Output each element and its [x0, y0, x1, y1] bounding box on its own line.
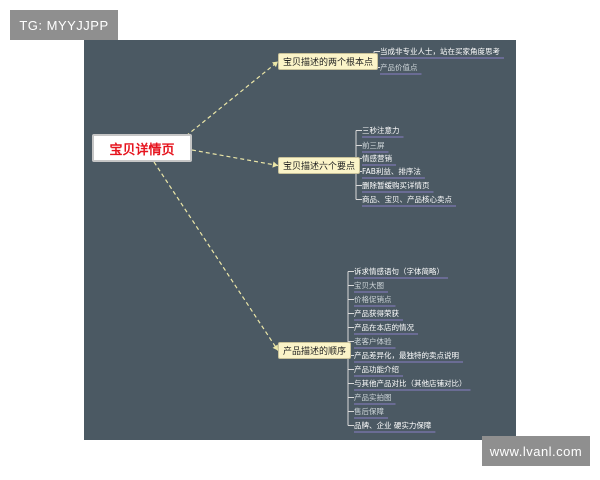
mindmap-canvas: 宝贝详情页 宝贝描述的两个根本点 宝贝描述六个要点 产品描述的顺序 当成非专业人…: [84, 40, 516, 440]
leaf-item: 产品价值点: [380, 63, 418, 72]
leaf-item: 删除暂缓购买详情页: [362, 181, 430, 190]
leaf-item: 产品在本店的情况: [354, 323, 414, 332]
connector-arrow: [272, 161, 278, 168]
leaf-item: 售后保障: [354, 407, 384, 416]
watermark-top-left: TG: MYYJJPP: [10, 10, 118, 40]
leaf-item: 与其他产品对比（其他店铺对比）: [354, 379, 467, 388]
leaf-item: 产品功能介绍: [354, 365, 399, 374]
branch-connector: [185, 61, 279, 137]
leaf-item: 情感营销: [362, 154, 392, 163]
leaf-item: 老客户体验: [354, 337, 392, 346]
leaf-item: 品牌、企业 硬实力保障: [354, 421, 432, 430]
branch-connector: [153, 161, 279, 351]
leaf-item: 宝贝大图: [354, 281, 384, 290]
branch-node-six-points: 宝贝描述六个要点: [278, 157, 361, 174]
leaf-item: 价格促销点: [354, 295, 392, 304]
leaf-item: 产品差异化，最独特的卖点说明: [354, 351, 459, 360]
leaf-item: FAB利益、排序法: [362, 167, 421, 176]
leaf-item: 产品获得荣获: [354, 309, 399, 318]
watermark-bottom-right: www.lvanl.com: [482, 436, 590, 466]
branch-node-fundamentals: 宝贝描述的两个根本点: [278, 53, 379, 70]
leaf-item: 商品、宝贝、产品核心卖点: [362, 195, 452, 204]
leaf-item: 诉求情感语句（字体简略）: [354, 267, 444, 276]
connector-arrow: [272, 344, 278, 351]
leaf-item: 产品实拍图: [354, 393, 392, 402]
leaf-item: 当成非专业人士，站在买家角度思考: [380, 47, 500, 56]
branch-connector: [191, 149, 279, 167]
mindmap-connectors: [153, 51, 504, 433]
connector-arrow: [272, 61, 278, 68]
mindmap-root-node: 宝贝详情页: [92, 134, 192, 162]
leaf-item: 三秒注意力: [362, 126, 400, 135]
branch-node-order: 产品描述的顺序: [278, 342, 352, 359]
leaf-item: 前三屏: [362, 141, 385, 150]
